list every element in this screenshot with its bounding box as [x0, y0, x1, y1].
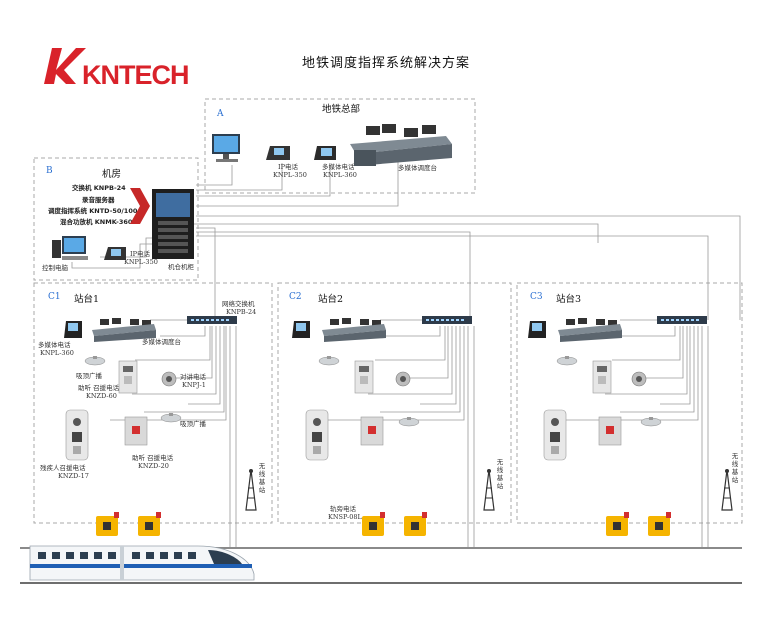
c2-mm-phone-icon: [292, 321, 310, 338]
c1-console-label: 多媒体调度台: [142, 338, 181, 346]
c1-mm-phone-model: KNPL-360: [40, 349, 74, 357]
c3-disabled-help-phone-icon: [543, 409, 567, 461]
ip-phone-icon: [266, 146, 290, 160]
c2-dispatch-console-icon: [322, 318, 386, 342]
c3-ceiling-speaker-icon: [556, 356, 578, 366]
c1-disabled-phone-model: KNZD-17: [58, 472, 89, 480]
logo-mark-icon: [44, 48, 86, 84]
b-ip-phone-icon: [104, 247, 126, 260]
page-title: 地铁调度指挥系统解决方案: [302, 56, 471, 71]
logo-text: KNTECH: [82, 60, 189, 90]
a-console-label: 多媒体调度台: [398, 164, 437, 172]
c3-dispatch-console-icon: [558, 318, 622, 342]
c1-switch-label: 网络交换机: [222, 300, 255, 308]
c1-disabled-help-phone-icon: [65, 409, 89, 461]
section-c1-tag: C1: [48, 292, 61, 302]
b-line2: 录音服务器: [82, 196, 115, 204]
c2-help-phone-icon: [354, 360, 374, 394]
multimedia-phone-icon: [314, 146, 336, 160]
c3-wireless-tower-icon: [721, 469, 733, 511]
c1-help-phone-label: 助听 召援电话: [78, 384, 120, 392]
c1-help-phone2-icon: [124, 416, 148, 446]
section-c2-tag: C2: [289, 292, 302, 302]
c2-wireless-label: 无线基站: [496, 458, 504, 490]
monitor-icon: [212, 134, 240, 162]
c2-help-phone2-icon: [360, 416, 384, 446]
c2-disabled-help-phone-icon: [305, 409, 329, 461]
a-mm-phone-model: KNPL-360: [323, 171, 357, 179]
c3-ceiling-speaker2-icon: [640, 417, 662, 427]
b-ip-phone-model: KNPL-350: [124, 258, 158, 266]
trackside-phones-c3-icon: [606, 512, 671, 536]
c1-help-phone2-model: KNZD-20: [138, 462, 169, 470]
c2-wireless-tower-icon: [483, 469, 495, 511]
section-c3-name: 站台3: [556, 294, 582, 305]
b-ip-phone-label: IP电话: [130, 250, 150, 258]
c1-wireless-tower-icon: [245, 469, 257, 511]
c1-dispatch-console-icon: [92, 318, 156, 342]
b-cabinet-label: 机仓机柜: [168, 263, 194, 271]
c2-intercom-icon: [395, 371, 411, 387]
c1-help-phone-model: KNZD-60: [86, 392, 117, 400]
c1-disabled-phone-label: 残疾人召援电话: [40, 464, 86, 472]
b-pc-label: 控制电脑: [42, 264, 68, 272]
a-mm-phone-label: 多媒体电话: [322, 163, 355, 171]
c1-intercom-icon: [161, 371, 177, 387]
box-b: [33, 157, 199, 281]
c2-network-switch-icon: [422, 316, 472, 324]
c1-mm-phone-label: 多媒体电话: [38, 341, 71, 349]
c3-mm-phone-icon: [528, 321, 546, 338]
arrow-right-icon: [130, 188, 150, 224]
c1-speaker2-label: 吸顶广播: [180, 420, 206, 428]
a-ip-phone-model: KNPL-350: [273, 171, 307, 179]
section-c1-name: 站台1: [74, 294, 100, 305]
box-c3: [516, 282, 743, 524]
c3-network-switch-icon: [657, 316, 707, 324]
c1-ceiling-speaker2-icon: [160, 413, 182, 423]
a-ip-phone-label: IP电话: [278, 163, 298, 171]
dispatch-console-icon: [350, 124, 452, 166]
b-line3: 调度指挥系统 KNTD-50/100: [48, 207, 138, 215]
b-line4: 混合功放机 KNMK-360: [60, 218, 133, 226]
box-c2: [277, 282, 512, 524]
c1-network-switch-icon: [187, 316, 237, 324]
section-b-tag: B: [46, 166, 53, 176]
c2-ceiling-speaker-icon: [318, 356, 340, 366]
c1-help-phone-icon: [118, 360, 138, 394]
c1-ceiling-speaker-icon: [84, 356, 106, 366]
trackside-phones-c1-icon: [96, 512, 161, 536]
c3-intercom-icon: [631, 371, 647, 387]
c1-mm-phone-icon: [64, 321, 82, 338]
c1-help-phone2-label: 助听 召援电话: [132, 454, 174, 462]
section-a-name: 地铁总部: [322, 104, 361, 115]
c1-switch-model: KNPB-24: [226, 308, 257, 316]
server-cabinet-icon: [152, 189, 194, 259]
b-line1: 交换机 KNPB-24: [72, 184, 126, 192]
section-c2-name: 站台2: [318, 294, 344, 305]
c3-help-phone-icon: [592, 360, 612, 394]
c2-track-phone-label: 轨旁电话: [330, 505, 356, 513]
high-speed-train-icon: [29, 545, 255, 581]
c1-speaker-label: 吸顶广播: [76, 372, 102, 380]
c3-wireless-label: 无线基站: [731, 452, 739, 484]
c2-ceiling-speaker2-icon: [398, 417, 420, 427]
section-a-tag: A: [217, 109, 224, 119]
c1-intercom-label: 对讲电话: [180, 373, 206, 381]
section-c3-tag: C3: [530, 292, 543, 302]
c2-track-phone-model: KNSP-08L: [328, 513, 362, 521]
box-a: [204, 98, 476, 194]
c1-wireless-label: 无线基站: [258, 462, 266, 494]
c3-help-phone2-icon: [598, 416, 622, 446]
trackside-phones-c2-icon: [362, 512, 427, 536]
control-pc-icon: [52, 236, 88, 260]
section-b-name: 机房: [102, 169, 122, 180]
c1-intercom-model: KNPJ-1: [182, 381, 206, 389]
